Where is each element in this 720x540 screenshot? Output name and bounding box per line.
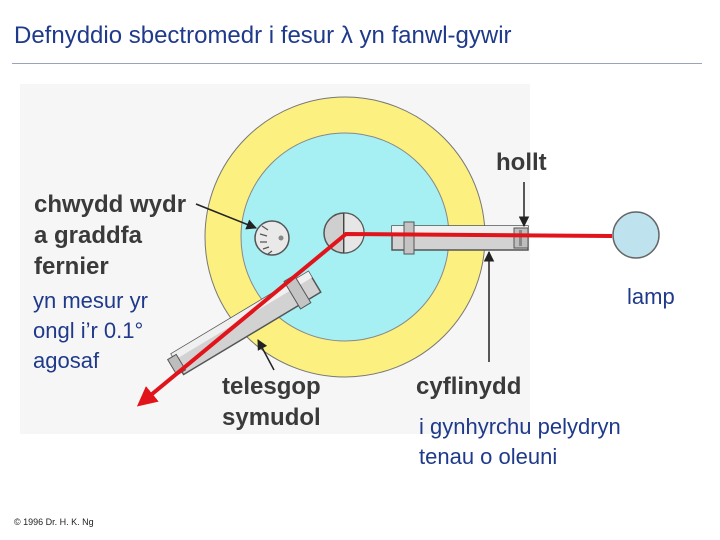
- magnifier-label-line2: a graddfa: [34, 222, 143, 249]
- vernier-magnifier: [254, 220, 290, 256]
- measure-label-line2: ongl i’r 0.1°: [33, 318, 144, 343]
- magnifier-label-line1: chwydd wydr: [34, 191, 186, 218]
- magnifier-label-line3: fernier: [34, 253, 109, 280]
- copyright-notice: © 1996 Dr. H. K. Ng: [14, 517, 94, 527]
- measure-label-line1: yn mesur yr: [33, 288, 148, 313]
- beam-label-line1: i gynhyrchu pelydryn: [419, 414, 621, 439]
- page-title: Defnyddio sbectromedr i fesur λ yn fanwl…: [14, 22, 512, 49]
- collimator-label: cyflinydd: [416, 373, 521, 400]
- telescope-label-line2: symudol: [222, 404, 321, 431]
- light-beam: [136, 231, 613, 407]
- measure-label-line3: agosaf: [33, 348, 100, 373]
- slit-label: hollt: [496, 149, 547, 176]
- lamp: [612, 211, 660, 259]
- telescope-pointer: [257, 339, 275, 371]
- telescope-label-line1: telesgop: [222, 373, 321, 400]
- collimator-tube: [391, 221, 529, 255]
- beam-label-line2: tenau o oleuni: [419, 444, 558, 469]
- magnifier-pointer: [195, 203, 257, 230]
- lamp-label: lamp: [627, 284, 675, 309]
- title-divider: [12, 63, 702, 64]
